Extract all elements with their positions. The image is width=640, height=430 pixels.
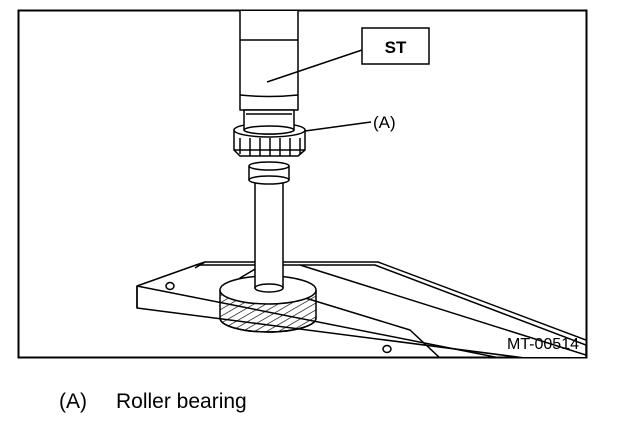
st-leader-line	[266, 49, 363, 83]
a-callout-text: (A)	[373, 113, 396, 132]
base-bolt-hole-right	[382, 344, 392, 354]
special-tool	[239, 11, 299, 135]
a-leader-line	[304, 121, 372, 132]
figure-frame	[17, 9, 588, 359]
legend-description: Roller bearing	[116, 390, 247, 413]
st-callout-text: ST	[385, 38, 407, 57]
shaft	[248, 161, 290, 293]
gear-workpiece	[219, 275, 317, 333]
st-callout: ST	[361, 27, 430, 65]
figure-code: MT-00514	[507, 336, 579, 353]
base-bolt-hole-left	[165, 281, 175, 291]
legend-key: (A)	[59, 390, 87, 413]
